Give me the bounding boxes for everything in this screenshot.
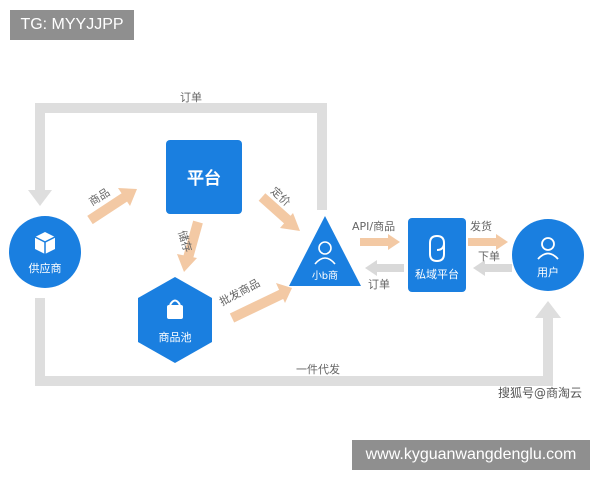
supplier-node: 供应商: [9, 216, 81, 288]
user-node: 用户: [512, 219, 584, 291]
private-platform-node: 私域平台: [408, 218, 466, 292]
label-store: 储存: [175, 229, 195, 254]
place-order-arrowhead: [473, 260, 485, 276]
bag-icon: [167, 299, 183, 319]
order-loop-line: [35, 103, 327, 210]
wholesale-arrow: [229, 289, 285, 323]
api-goods-arrowhead: [388, 234, 400, 250]
watermark-text: 搜狐号@商淘云: [498, 386, 583, 400]
store-arrowhead: [177, 254, 197, 272]
dropship-arrowhead: [535, 301, 561, 318]
user-icon: [537, 237, 559, 260]
pricing-arrowhead: [280, 213, 300, 231]
label-ship: 发货: [470, 219, 492, 233]
order-back-arrowhead: [365, 260, 377, 276]
pricing-arrow: [258, 193, 294, 226]
label-api-goods: API/商品: [352, 219, 395, 233]
platform-label: 平台: [187, 168, 221, 189]
label-dropship: 一件代发: [296, 362, 340, 376]
label-place-order: 下单: [478, 250, 500, 263]
label-order-back: 订单: [368, 278, 390, 291]
private-platform-label: 私域平台: [415, 267, 459, 281]
person-icon: [314, 241, 336, 265]
goods-arrowhead: [118, 188, 137, 206]
mini-program-icon: [429, 234, 446, 263]
goods-arrow: [87, 190, 131, 225]
ship-arrowhead: [496, 234, 508, 250]
small-b-node: 小b商: [289, 216, 361, 286]
label-order-top: 订单: [180, 91, 202, 104]
store-arrow: [183, 220, 203, 260]
small-b-label: 小b商: [312, 269, 338, 282]
platform-node: 平台: [166, 140, 242, 214]
bottom-url-tag: www.kyguanwangdenglu.com: [352, 440, 590, 470]
wholesale-arrowhead: [276, 283, 292, 303]
user-label: 用户: [537, 265, 559, 279]
top-tag: TG: MYYJJPP: [10, 10, 134, 40]
supplier-label: 供应商: [29, 261, 62, 275]
order-loop-arrowhead: [28, 190, 52, 206]
cube-icon: [34, 232, 56, 254]
dropship-line: [35, 298, 553, 386]
product-pool-node: 商品池: [138, 277, 212, 363]
product-pool-label: 商品池: [159, 330, 192, 344]
